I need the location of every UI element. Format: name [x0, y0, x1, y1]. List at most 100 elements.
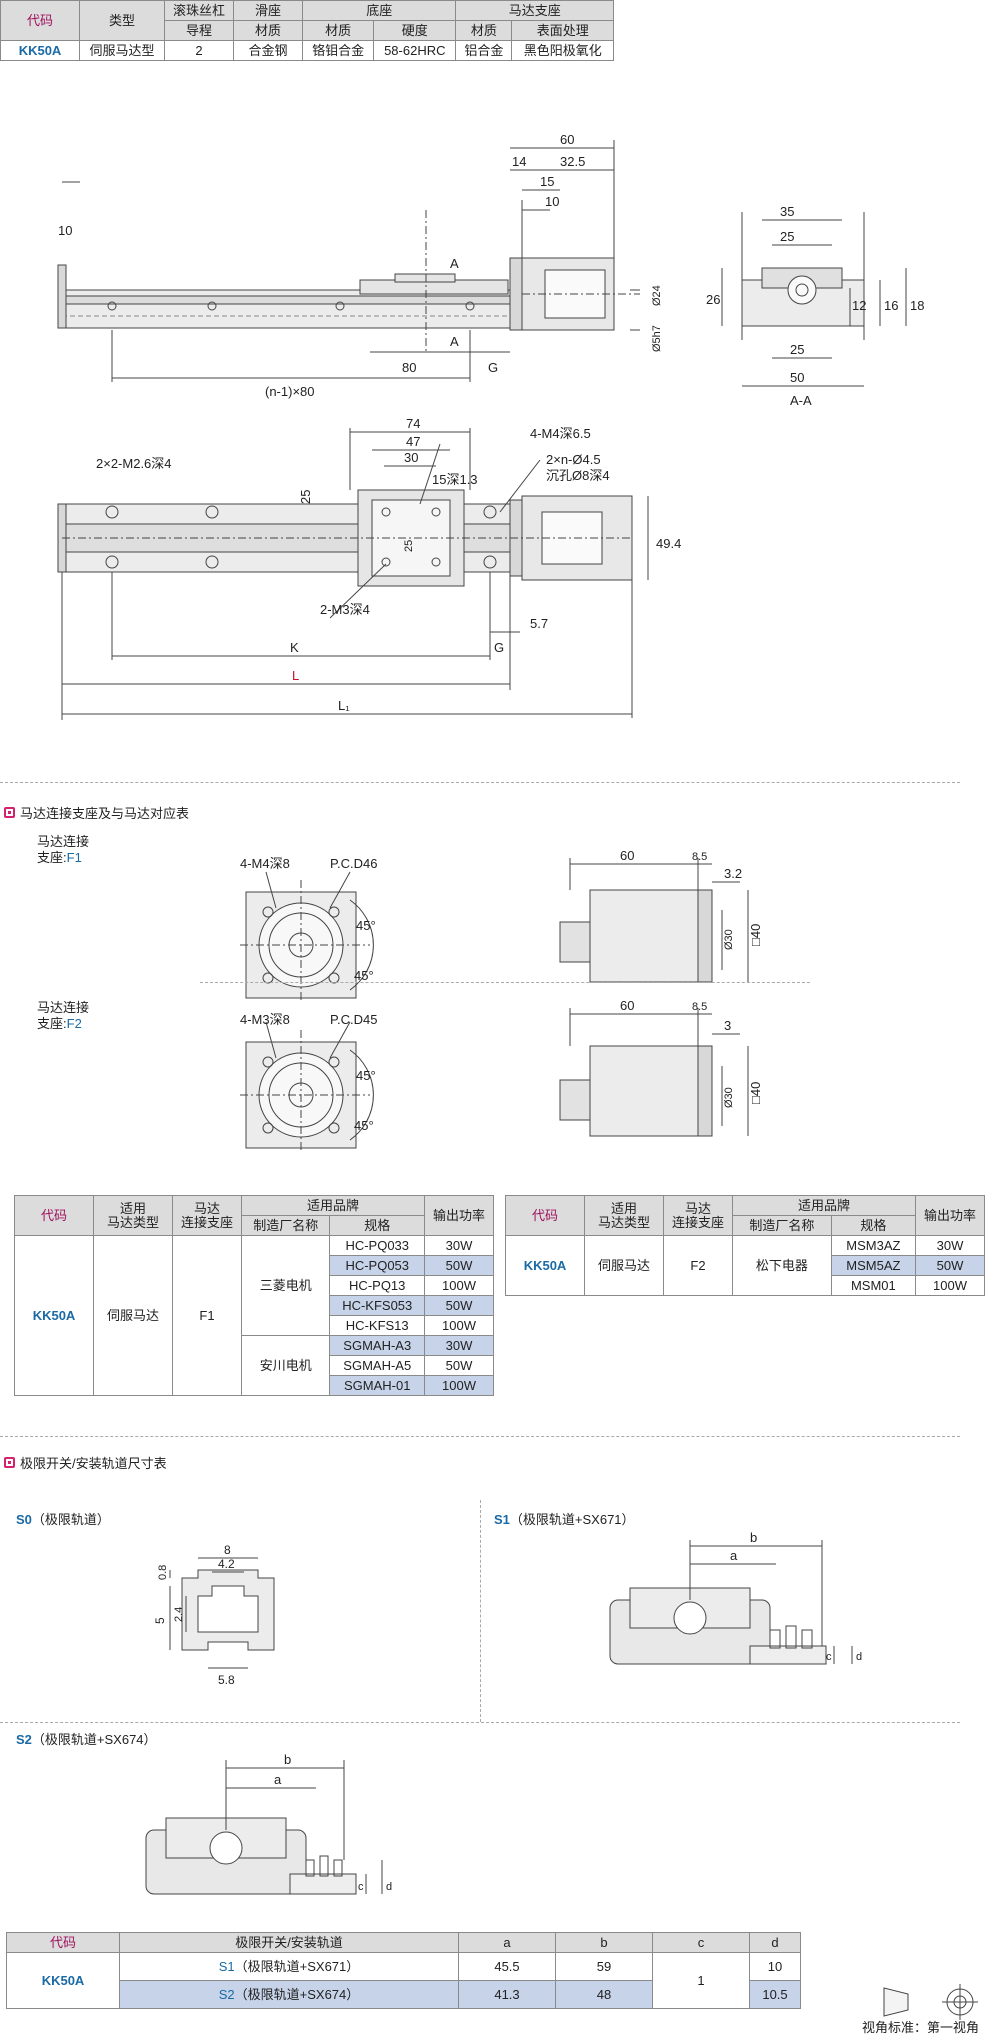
- spec-table: 代码 类型 滚珠丝杠 滑座 底座 马达支座 导程 材质 材质 硬度 材质 表面处…: [0, 0, 614, 61]
- note-counterbore: 沉孔Ø8深4: [546, 468, 610, 483]
- f2-dim-60: 60: [620, 1000, 634, 1013]
- top-view-drawing: 74 47 30 4-M4深6.5 2×2-M2.6深4 15深1.3 2×n-…: [57, 416, 681, 720]
- f1-code: F1: [66, 850, 82, 865]
- f1-label: 马达连接 支座:F1: [37, 834, 90, 865]
- spec-header-type: 类型: [79, 0, 165, 41]
- spec-header-lead: 导程: [164, 20, 234, 41]
- s0-label: S0（极限轨道）: [16, 1512, 110, 1527]
- s0-dim-0-8: 0.8: [157, 1565, 169, 1580]
- s1-dim-d: d: [856, 1651, 862, 1663]
- s2-dim-b: b: [284, 1752, 291, 1767]
- f2-code: F2: [66, 1016, 82, 1031]
- dim-K: K: [290, 640, 299, 655]
- dim-14: 14: [512, 154, 526, 169]
- maker-mitsubishi: 三菱电机: [240, 1235, 331, 1336]
- spec-header-slider: 滑座: [233, 0, 303, 21]
- dim-80: 80: [402, 360, 416, 375]
- dim-25-inner: 25: [403, 540, 415, 552]
- dim-10-left: 10: [58, 223, 72, 238]
- note-holes: 2×n-Ø4.5: [546, 452, 601, 467]
- f2-phi30: Ø30: [723, 1087, 735, 1108]
- f1-angle-a: 45°: [356, 918, 376, 933]
- dim-pitch: (n-1)×80: [265, 384, 315, 399]
- dim-L: L: [292, 668, 299, 683]
- divider-3: [0, 1722, 960, 1723]
- s0-dim-2-4: 2.4: [173, 1607, 185, 1622]
- f1-phi30: Ø30: [723, 929, 735, 950]
- dim-G: G: [488, 360, 498, 375]
- sec-dim-25: 25: [780, 229, 794, 244]
- section-1-title: 马达连接支座及与马达对应表: [4, 803, 189, 822]
- divider-vertical: [480, 1500, 481, 1722]
- f2-angle-a: 45°: [356, 1068, 376, 1083]
- f1-tap: 4-M4深8: [240, 856, 290, 871]
- s0-dim-5: 5: [153, 1617, 167, 1624]
- f2-dim-3: 3: [724, 1018, 731, 1033]
- spec-header-base-hardness: 硬度: [373, 20, 457, 41]
- sec-dim-35: 35: [780, 204, 794, 219]
- sec-dim-18: 18: [910, 298, 924, 313]
- spec-code: KK50A: [0, 40, 80, 61]
- spec-base-material: 铬钼合金: [301, 40, 375, 61]
- bullet-icon: [4, 807, 15, 818]
- note-2-m3: 2-M3深4: [320, 602, 370, 617]
- sec-dim-50: 50: [790, 370, 804, 385]
- section-title: A-A: [790, 393, 812, 408]
- f2-drawing: 4-M3深8 P.C.D45 45° 45° 60 8.5 3 Ø30 □40: [240, 1000, 763, 1150]
- section-2-title-text: 极限开关/安装轨道尺寸表: [20, 1456, 167, 1471]
- spec-header-mount-surface: 表面处理: [511, 20, 614, 41]
- section-1-title-text: 马达连接支座及与马达对应表: [20, 806, 190, 821]
- section-2-title: 极限开关/安装轨道尺寸表: [4, 1453, 167, 1472]
- spec-header-mount: 马达支座: [455, 0, 614, 21]
- spec-lead: 2: [164, 40, 234, 61]
- spec-type: 伺服马达型: [79, 40, 165, 61]
- spec-mount-material: 铝合金: [455, 40, 513, 61]
- f1-dim-60: 60: [620, 850, 634, 863]
- dim-30: 30: [404, 450, 418, 465]
- spec-header-base-material: 材质: [301, 20, 375, 41]
- dim-60: 60: [560, 132, 574, 147]
- divider-2: [0, 1436, 960, 1437]
- dim-74: 74: [406, 416, 420, 431]
- dim-G-top: G: [494, 640, 504, 655]
- spec-header-code: 代码: [0, 0, 80, 41]
- spec-base-hardness: 58-62HRC: [373, 40, 457, 61]
- dim-25-top: 25: [298, 490, 313, 504]
- s2-dim-d: d: [386, 1881, 392, 1893]
- f2-dim-8-5: 8.5: [692, 1001, 707, 1013]
- f2-angle-b: 45°: [354, 1118, 374, 1133]
- motor-table-left: 代码 适用马达类型 马达连接支座 适用品牌 输出功率 制造厂名称 规格 KK50…: [14, 1195, 494, 1396]
- f1-pcd: P.C.D46: [330, 856, 377, 871]
- maker-panasonic: 松下电器: [732, 1235, 832, 1296]
- dim-5-7: 5.7: [530, 616, 548, 631]
- s0-dim-8: 8: [224, 1543, 231, 1557]
- spec-header-slider-material: 材质: [233, 20, 303, 41]
- s2-label: S2（极限轨道+SX674）: [16, 1732, 157, 1747]
- limit-switch-table: 代码 极限开关/安装轨道 a b c d KK50A S1（极限轨道+SX671…: [6, 1932, 801, 2009]
- view-standard-label: 视角标准：第一视角: [862, 2020, 980, 2035]
- s1-dim-b: b: [750, 1530, 757, 1545]
- projection-symbol-icon: [883, 1984, 978, 2020]
- f1-drawing: 4-M4深8 P.C.D46 45° 45° 60 8.5 3.2 Ø30 □4…: [240, 850, 763, 1000]
- sec-dim-25b: 25: [790, 342, 804, 357]
- section-mark-bottom: A: [450, 334, 459, 349]
- s1-dim-c: c: [826, 1651, 832, 1663]
- f2-tap: 4-M3深8: [240, 1012, 290, 1027]
- f2-sq40: □40: [748, 1082, 763, 1104]
- dim-L1: L₁: [338, 698, 350, 713]
- dim-15: 15: [540, 174, 554, 189]
- sec-dim-16: 16: [884, 298, 898, 313]
- s1-dim-a: a: [730, 1548, 738, 1563]
- s2-drawing: b a c d: [145, 1752, 392, 1895]
- s0-dim-5-8: 5.8: [218, 1673, 235, 1687]
- spec-header-mount-material: 材质: [455, 20, 513, 41]
- f1-angle-b: 45°: [354, 968, 374, 983]
- dim-10-right: 10: [545, 194, 559, 209]
- bullet-icon: [4, 1457, 15, 1468]
- sec-dim-12: 12: [852, 298, 866, 313]
- note-15-deep: 15深1.3: [432, 472, 478, 487]
- divider-1: [0, 782, 960, 783]
- spec-header-screw: 滚珠丝杠: [164, 0, 234, 21]
- note-4-m4: 4-M4深6.5: [530, 426, 591, 441]
- dim-phi24: Ø24: [651, 285, 663, 306]
